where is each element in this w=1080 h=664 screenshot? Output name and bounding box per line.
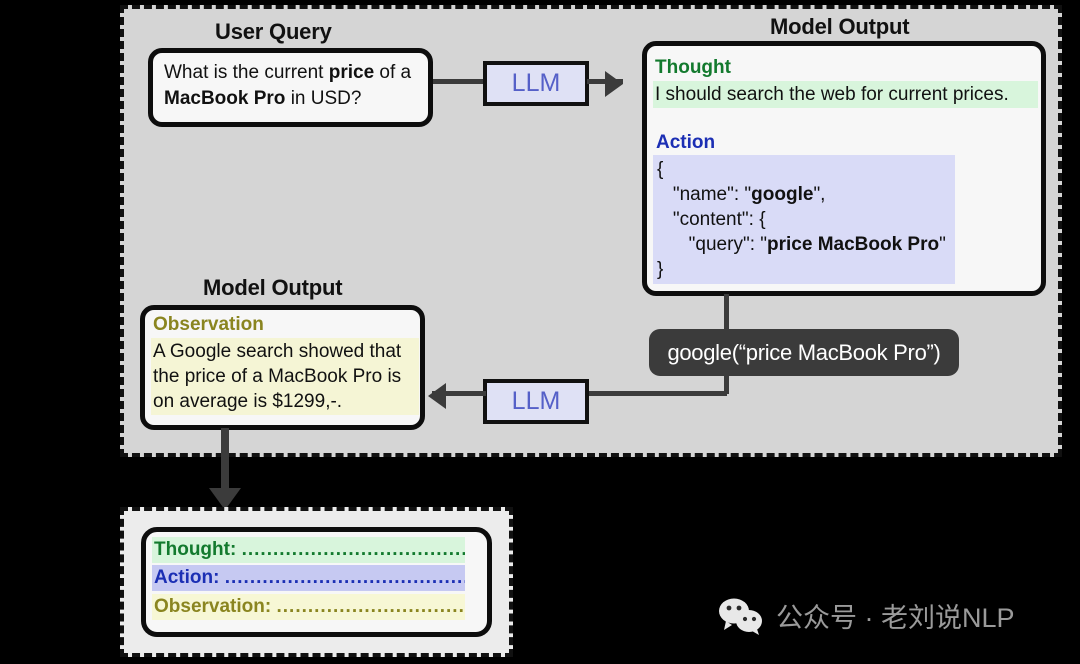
watermark-text: 公众号 · 老刘说NLP bbox=[776, 603, 1015, 633]
arrow-right-to-output bbox=[605, 71, 623, 97]
legend-dots-thought: ........................................… bbox=[241, 539, 465, 560]
llm-box-bottom[interactable]: LLM bbox=[483, 379, 589, 424]
thought-header: Thought bbox=[655, 57, 731, 78]
observation-header: Observation bbox=[153, 314, 264, 335]
user-query-card bbox=[148, 48, 433, 127]
legend-row-thought: Thought: ...............................… bbox=[152, 537, 465, 563]
legend-row-observation: Observation: ...........................… bbox=[152, 594, 465, 620]
observation-body: A Google search showed that the price of… bbox=[151, 338, 419, 415]
caption-model-output-right: Model Output bbox=[770, 14, 910, 39]
legend-dots-observation: .................................... bbox=[276, 596, 465, 617]
arrow-left-to-observation bbox=[428, 383, 446, 409]
caption-user-query: User Query bbox=[215, 19, 332, 44]
llm-box-top[interactable]: LLM bbox=[483, 61, 589, 106]
legend-dots-action: ........................................… bbox=[224, 567, 465, 588]
action-body: { "name": "google", "content": { "query"… bbox=[653, 155, 955, 284]
thought-body: I should search the web for current pric… bbox=[653, 81, 1038, 108]
legend-label-thought: Thought: bbox=[154, 539, 237, 560]
watermark: 公众号 · 老刘说NLP bbox=[718, 596, 1015, 635]
wechat-icon bbox=[718, 597, 764, 635]
legend-label-action: Action: bbox=[154, 567, 220, 588]
arrow-down-to-legend bbox=[209, 488, 241, 510]
connector-to-llm-bottom bbox=[589, 391, 727, 396]
legend-row-action: Action: ................................… bbox=[152, 565, 465, 591]
tool-call-pill: google(“price MacBook Pro”) bbox=[649, 329, 959, 376]
user-query-text: What is the current price of a MacBook P… bbox=[164, 62, 412, 109]
action-header: Action bbox=[656, 132, 716, 153]
connector-observation-down bbox=[221, 428, 229, 496]
legend-label-observation: Observation: bbox=[154, 596, 272, 617]
connector-query-to-llm bbox=[433, 79, 485, 84]
caption-model-output-left: Model Output bbox=[203, 275, 343, 300]
connector-llm-to-observation bbox=[432, 391, 486, 396]
